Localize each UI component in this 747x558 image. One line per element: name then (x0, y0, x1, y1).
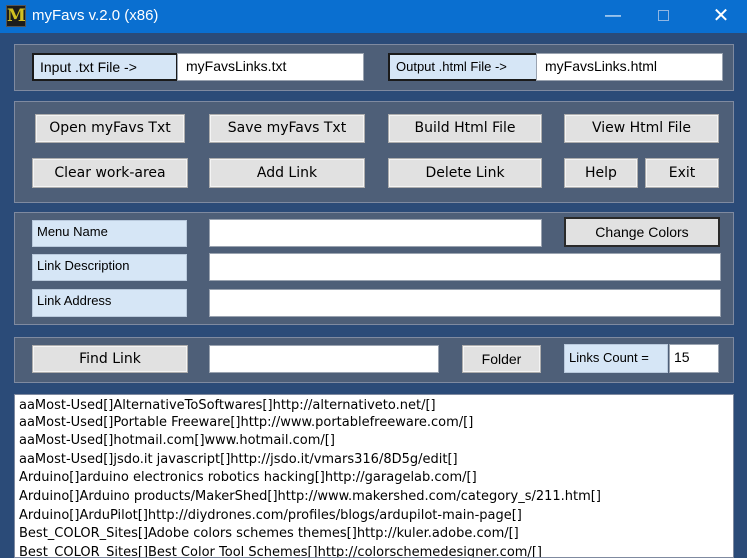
exit-button[interactable]: Exit (645, 158, 719, 188)
links-count-label: Links Count = (564, 344, 668, 373)
open-myfavs-button[interactable]: Open myFavs Txt (35, 114, 185, 143)
links-count-value: 15 (669, 344, 719, 373)
find-link-input[interactable] (209, 345, 439, 373)
change-colors-button[interactable]: Change Colors (564, 217, 720, 247)
list-item[interactable]: Best_COLOR_Sites[]Adobe colors schemes t… (19, 526, 519, 542)
title-bar: M myFavs v.2.0 (x86) — ✕ (0, 0, 747, 33)
menu-name-input[interactable] (209, 219, 542, 247)
save-myfavs-button[interactable]: Save myFavs Txt (209, 114, 365, 143)
add-link-button[interactable]: Add Link (209, 158, 365, 188)
find-panel: Find Link Folder Links Count = 15 (14, 337, 734, 383)
help-button[interactable]: Help (564, 158, 638, 188)
list-item[interactable]: Arduino[]Arduino products/MakerShed[]htt… (19, 488, 601, 504)
list-item[interactable]: aaMost-Used[]AlternativeToSoftwares[]htt… (19, 398, 436, 413)
output-file-label: Output .html File -> (388, 53, 538, 81)
list-item[interactable]: Best_COLOR_Sites[]Best Color Tool Scheme… (19, 544, 542, 558)
list-item[interactable]: Arduino[]arduino electronics robotics ha… (19, 470, 477, 486)
input-file-label: Input .txt File -> (32, 53, 178, 81)
close-button[interactable]: ✕ (712, 5, 730, 27)
output-file-field[interactable]: myFavsLinks.html (536, 53, 723, 81)
link-fields-panel: Menu Name Change Colors Link Description… (14, 212, 734, 325)
link-address-label: Link Address (32, 289, 187, 317)
delete-link-button[interactable]: Delete Link (388, 158, 542, 188)
list-item[interactable]: Arduino[]ArduPilot[]http://diydrones.com… (19, 507, 522, 523)
list-item[interactable]: aaMost-Used[]hotmail.com[]www.hotmail.co… (19, 433, 335, 449)
view-html-button[interactable]: View Html File (564, 114, 719, 143)
link-description-input[interactable] (209, 253, 721, 281)
input-file-field[interactable]: myFavsLinks.txt (177, 53, 364, 81)
minimize-button[interactable]: — (605, 7, 621, 24)
app-icon: M (6, 5, 26, 27)
list-item[interactable]: aaMost-Used[]Portable Freeware[]http://w… (19, 414, 474, 430)
link-address-input[interactable] (209, 289, 721, 317)
find-link-button[interactable]: Find Link (32, 345, 188, 373)
maximize-icon (657, 10, 669, 22)
clear-work-area-button[interactable]: Clear work-area (32, 158, 188, 188)
action-panel: Open myFavs Txt Save myFavs Txt Build Ht… (14, 101, 734, 203)
link-description-label: Link Description (32, 254, 187, 281)
links-list[interactable]: aaMost-Used[]AlternativeToSoftwares[]htt… (14, 394, 734, 558)
menu-name-label: Menu Name (32, 220, 187, 247)
list-item[interactable]: aaMost-Used[]jsdo.it javascript[]http://… (19, 451, 458, 467)
folder-button[interactable]: Folder (462, 345, 541, 373)
build-html-button[interactable]: Build Html File (388, 114, 542, 143)
maximize-button[interactable] (640, 0, 686, 33)
file-panel: Input .txt File -> myFavsLinks.txt Outpu… (14, 44, 734, 91)
window-title: myFavs v.2.0 (x86) (32, 7, 159, 24)
